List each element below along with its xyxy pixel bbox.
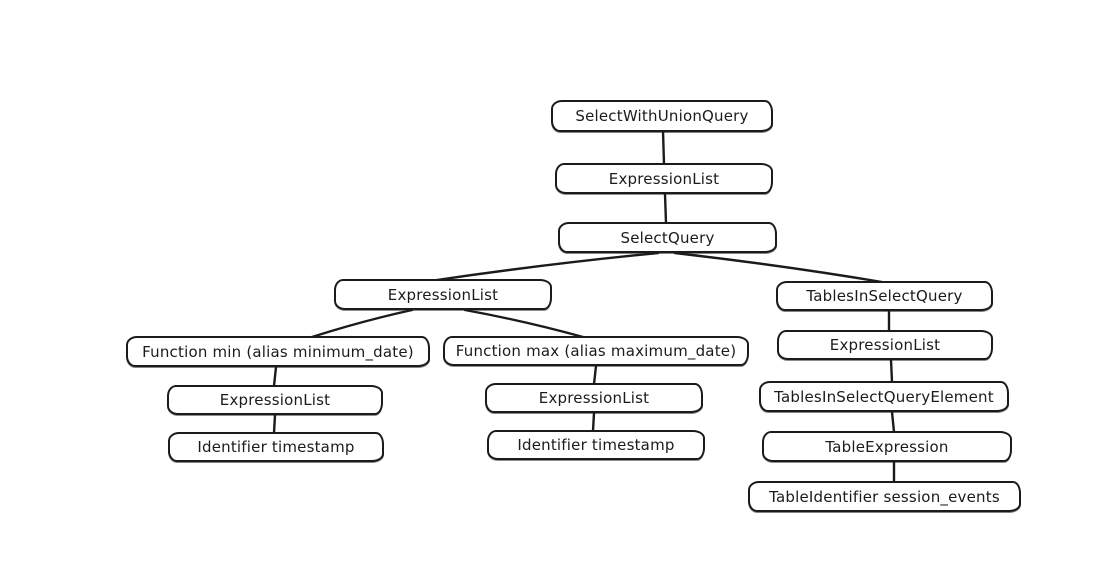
node-identifier-timestamp-max: Identifier timestamp: [487, 430, 705, 460]
node-tables-in-select-query-element: TablesInSelectQueryElement: [759, 381, 1009, 412]
edge-line: [272, 365, 278, 388]
node-table-expression: TableExpression: [762, 431, 1012, 462]
edge-line: [463, 308, 585, 339]
edge-line: [673, 251, 884, 284]
node-expression-list-select: ExpressionList: [334, 279, 552, 310]
node-table-identifier: TableIdentifier session_events: [748, 481, 1021, 512]
edge-line: [661, 129, 666, 166]
node-tables-in-select-query: TablesInSelectQuery: [776, 281, 993, 311]
node-function-min: Function min (alias minimum_date): [126, 336, 430, 367]
edge-line: [592, 364, 598, 386]
edge-line: [889, 358, 894, 384]
node-function-max: Function max (alias maximum_date): [443, 336, 749, 366]
node-expression-list-tables: ExpressionList: [777, 330, 993, 360]
edge-line: [310, 308, 414, 339]
node-identifier-timestamp-min: Identifier timestamp: [168, 432, 384, 462]
node-expression-list-root: ExpressionList: [555, 163, 773, 194]
edge-line: [663, 192, 668, 225]
node-expression-list-max: ExpressionList: [485, 383, 703, 413]
edge-line: [890, 410, 896, 434]
edge-line: [428, 251, 660, 283]
edge-line: [591, 411, 596, 433]
edge-line: [272, 413, 277, 435]
node-expression-list-min: ExpressionList: [167, 385, 383, 415]
node-select-with-union-query: SelectWithUnionQuery: [551, 100, 773, 132]
node-select-query: SelectQuery: [558, 222, 777, 253]
